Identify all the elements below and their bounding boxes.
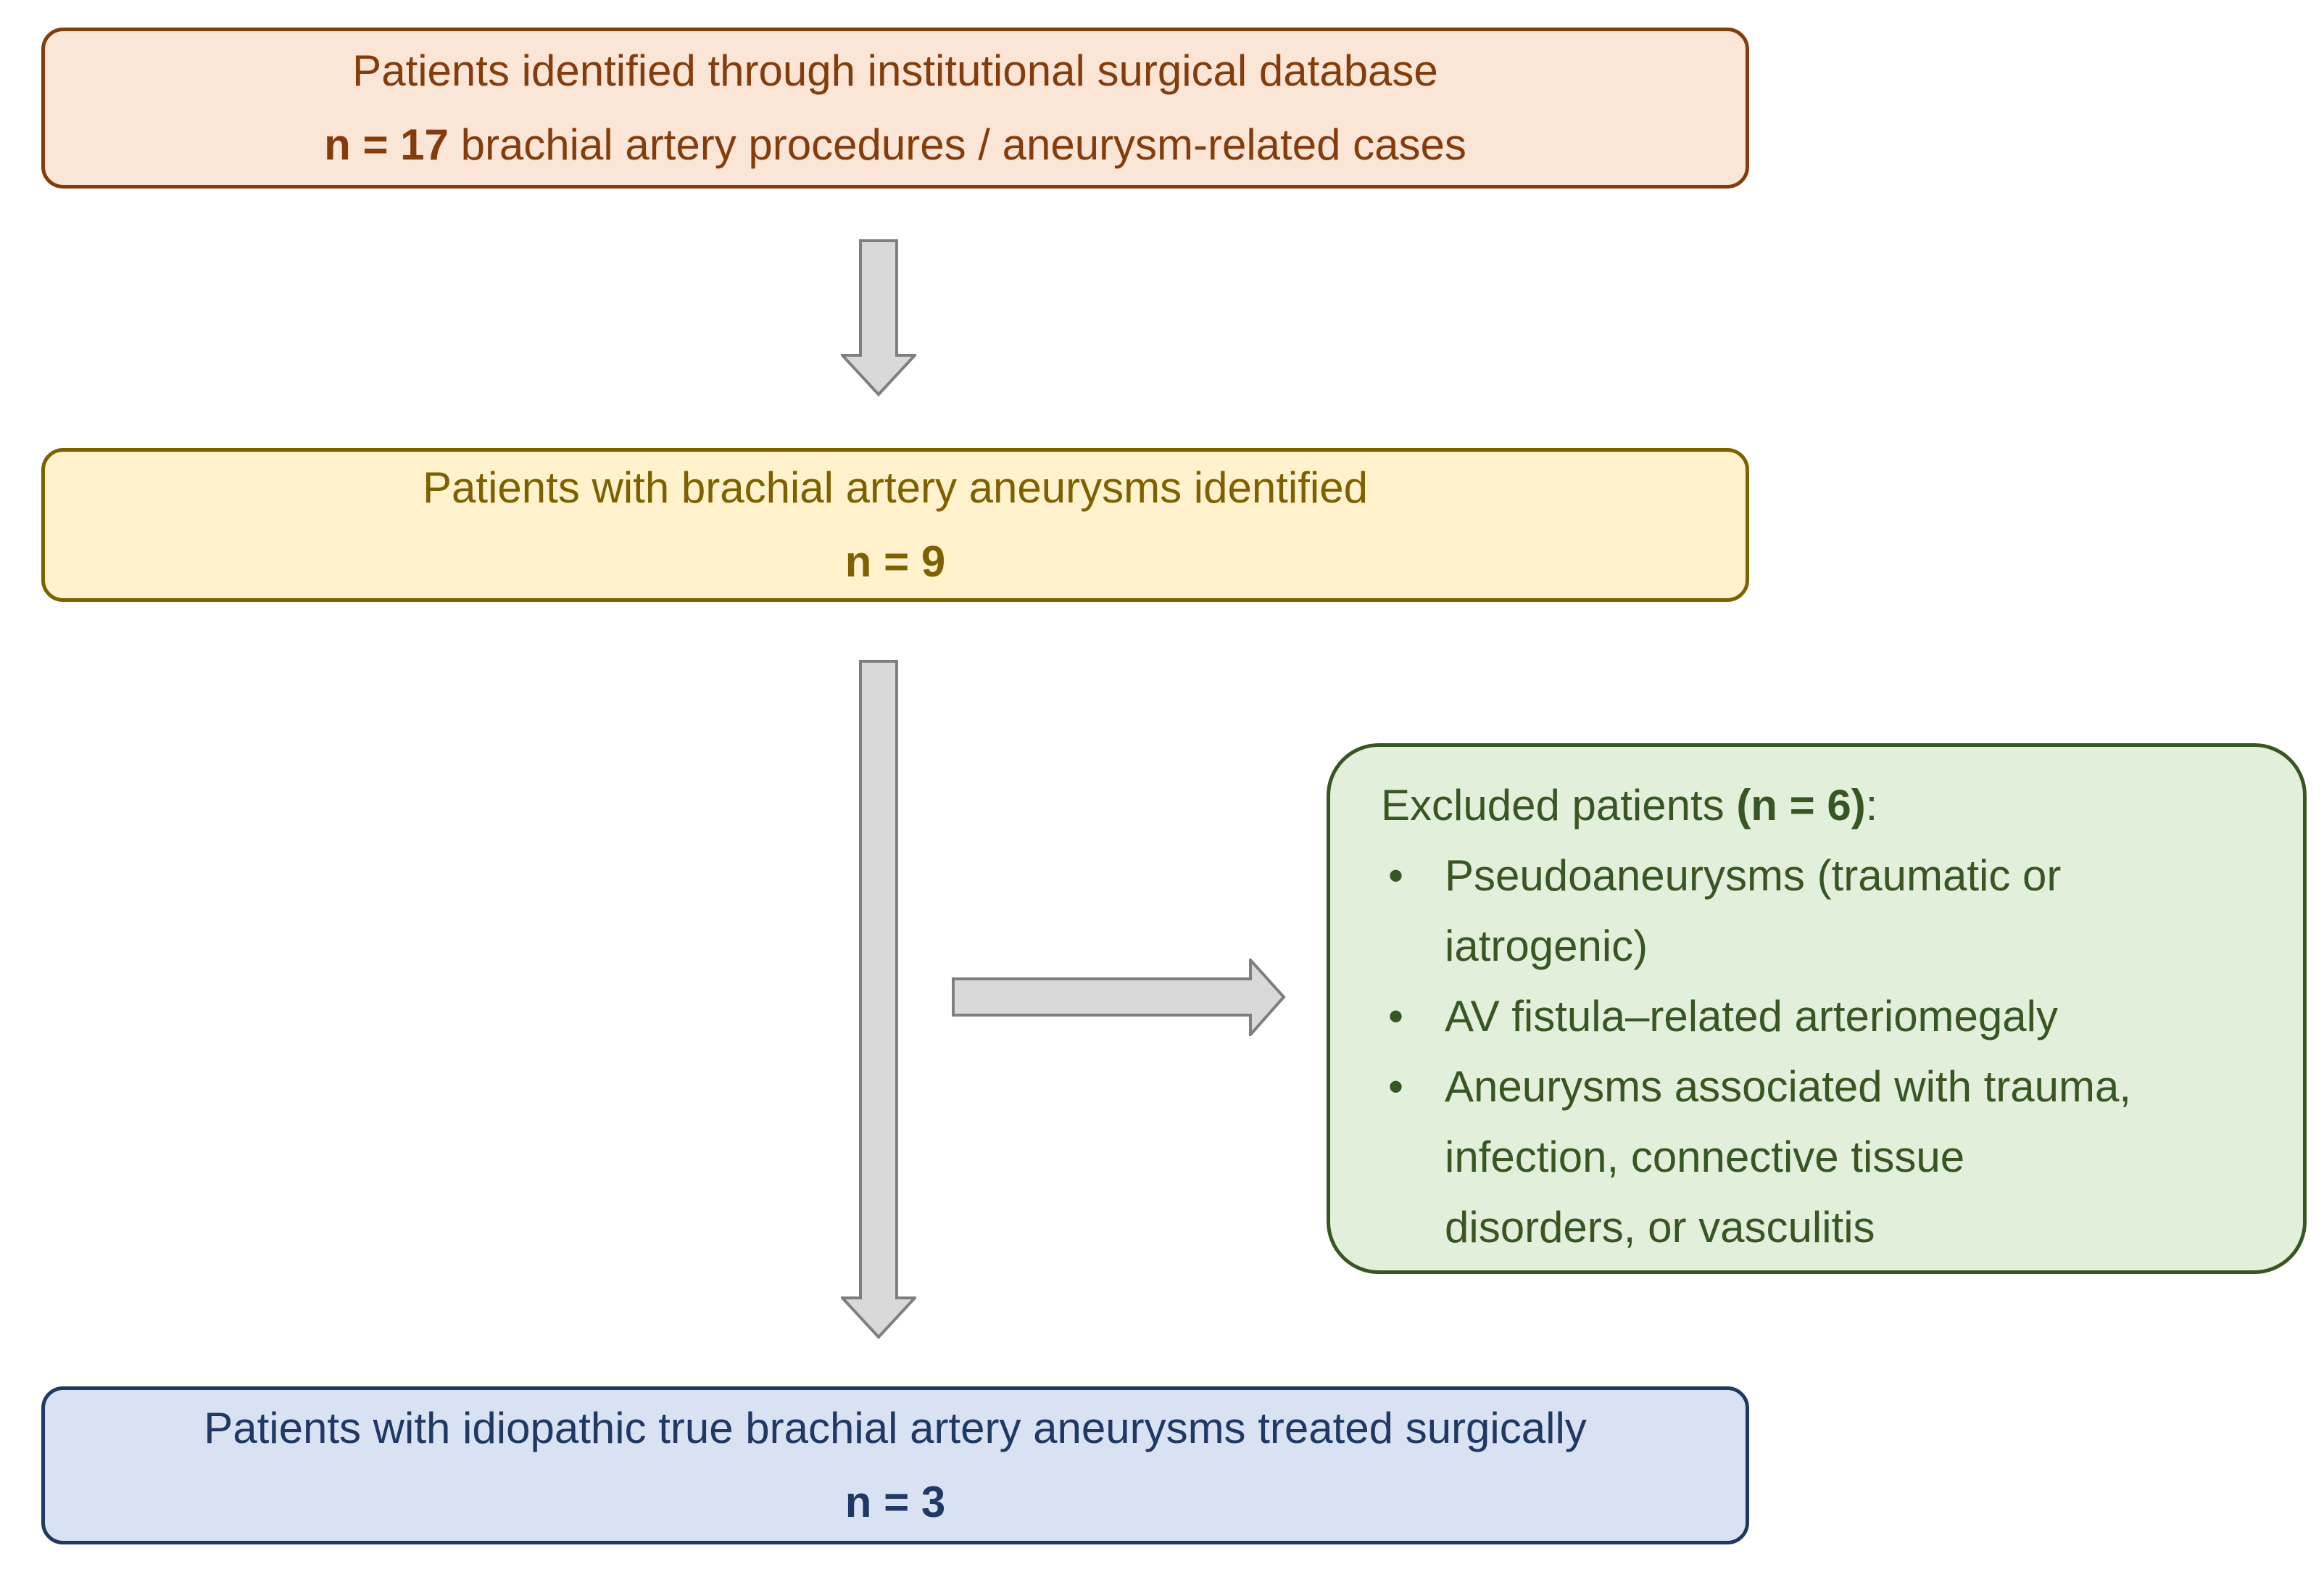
excluded-bullet-1: • Pseudoaneurysms (traumatic or iatrogen… — [1381, 840, 2274, 981]
identified-box-line1: Patients with brachial artery aneurysms … — [423, 463, 1368, 512]
long-down-arrow-icon — [841, 660, 916, 1339]
excluded-bullet-3-line-1: Aneurysms associated with trauma, — [1445, 1062, 2132, 1111]
excluded-bullet-2-line-1: AV fistula–related arteriomegaly — [1445, 992, 2058, 1041]
source-box-line1: Patients identified through institutiona… — [352, 46, 1438, 95]
final-box-line1: Patients with idiopathic true brachial a… — [204, 1404, 1587, 1452]
excluded-bullet-2-text: AV fistula–related arteriomegaly — [1445, 981, 2274, 1051]
excluded-bullet-1-line-2: iatrogenic) — [1445, 922, 1648, 970]
bullet-icon: • — [1388, 1062, 1404, 1111]
excluded-bullet-2: • AV fistula–related arteriomegaly — [1381, 981, 2274, 1051]
excluded-box: Excluded patients (n = 6): • Pseudoaneur… — [1327, 743, 2307, 1274]
excluded-bullet-1-text: Pseudoaneurysms (traumatic or iatrogenic… — [1445, 840, 2274, 981]
final-n-value: n = 3 — [844, 1478, 946, 1526]
source-line2-rest: brachial artery procedures / aneurysm-re… — [448, 120, 1466, 169]
excluded-bullet-3-line-2: infection, connective tissue — [1445, 1133, 1965, 1181]
final-box: Patients with idiopathic true brachial a… — [41, 1386, 1749, 1544]
excluded-bullet-3: • Aneurysms associated with trauma, infe… — [1381, 1051, 2274, 1262]
down-arrow-icon — [841, 239, 916, 397]
bullet-icon: • — [1388, 851, 1404, 900]
source-n-value: n = 17 — [324, 120, 449, 169]
right-arrow-icon — [952, 959, 1286, 1036]
source-box: Patients identified through institutiona… — [41, 28, 1749, 189]
identified-n-value: n = 9 — [844, 537, 946, 586]
excluded-bullet-1-line-1: Pseudoaneurysms (traumatic or — [1445, 851, 2062, 900]
excluded-title-prefix: Excluded patients — [1381, 781, 1737, 830]
excluded-title-suffix: : — [1865, 781, 1878, 830]
identified-box: Patients with brachial artery aneurysms … — [41, 448, 1749, 602]
excluded-bullet-3-line-3: disorders, or vasculitis — [1445, 1203, 1875, 1252]
excluded-box-title: Excluded patients (n = 6): — [1381, 770, 2274, 840]
bullet-icon: • — [1388, 992, 1404, 1041]
excluded-bullet-3-text: Aneurysms associated with trauma, infect… — [1445, 1051, 2274, 1262]
source-box-line2: n = 17 brachial artery procedures / aneu… — [45, 108, 1746, 182]
excluded-n-value: (n = 6) — [1736, 781, 1866, 830]
